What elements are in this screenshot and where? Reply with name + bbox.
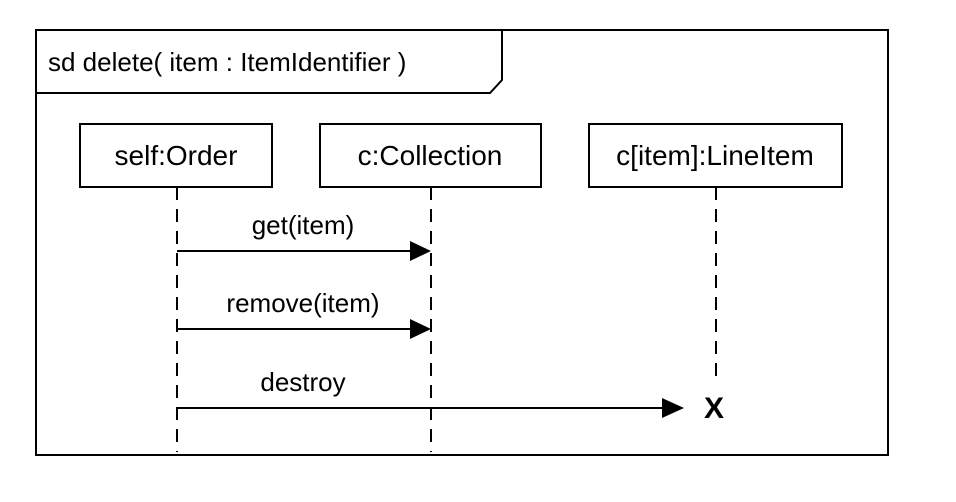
- message-remove: remove(item): [177, 288, 431, 339]
- message-destroy: destroy: [177, 367, 684, 418]
- destruction-x-icon: X: [704, 392, 724, 425]
- arrowhead-destroy: [662, 398, 684, 418]
- interaction-frame: [35, 29, 889, 456]
- message-label-destroy: destroy: [260, 367, 345, 397]
- lifeline-self-order: self:Order: [79, 123, 273, 452]
- message-get: get(item): [177, 210, 431, 261]
- lifeline-lineitem: c[item]:LineItem: [588, 123, 843, 384]
- arrowhead-remove: [410, 319, 431, 339]
- frame-title-pentagon: [36, 30, 503, 94]
- arrowhead-get: [410, 241, 431, 261]
- lifeline-label-lineitem: c[item]:LineItem: [616, 140, 814, 171]
- lifeline-collection: c:Collection: [319, 123, 542, 452]
- lifeline-head-lineitem: [588, 123, 843, 188]
- frame-title: sd delete( item : ItemIdentifier ): [48, 47, 406, 77]
- lifeline-head-collection: [319, 123, 542, 188]
- lifeline-head-self-order: [79, 123, 273, 188]
- message-label-get: get(item): [252, 210, 355, 240]
- lifeline-label-self-order: self:Order: [115, 140, 238, 171]
- message-label-remove: remove(item): [226, 288, 379, 318]
- lifeline-label-collection: c:Collection: [358, 140, 503, 171]
